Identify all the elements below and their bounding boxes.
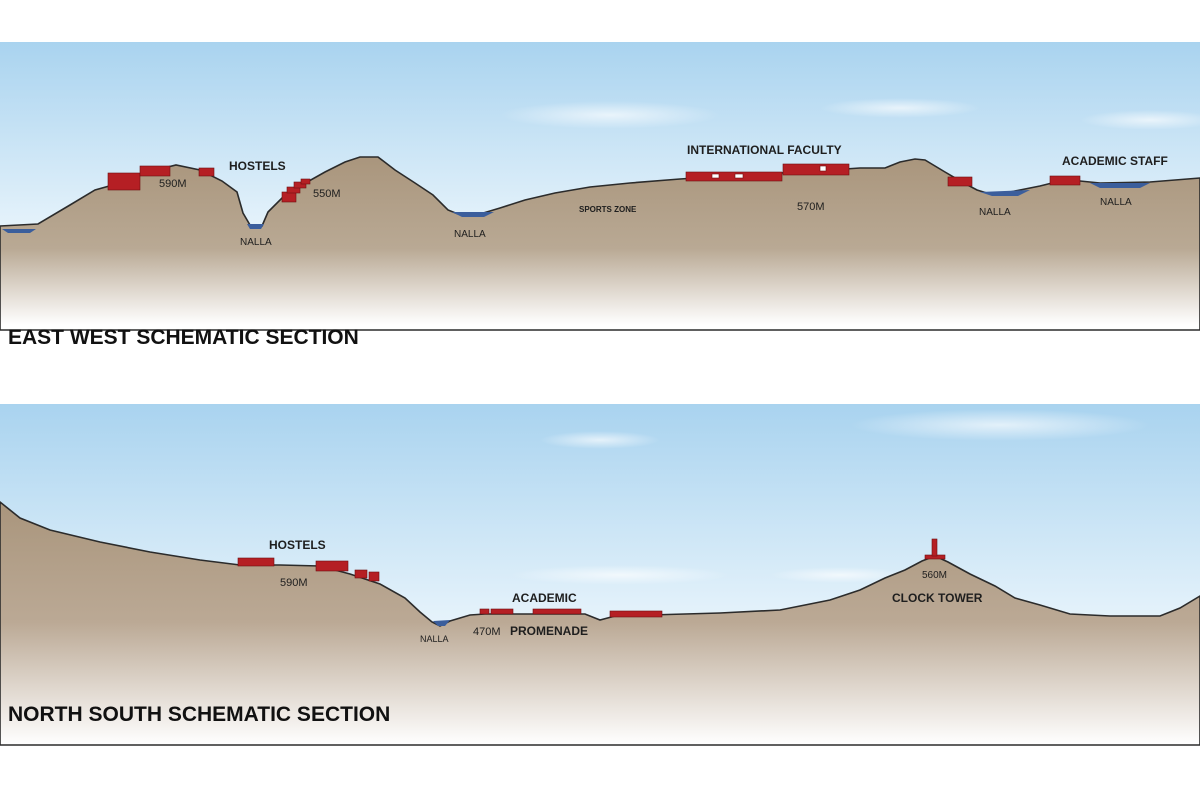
clock-tower-building [924,538,946,560]
cloud [1080,110,1200,130]
nalla-label: NALLA [454,229,486,240]
nalla-label: NALLA [1100,197,1132,208]
north-south-section-title: NORTH SOUTH SCHEMATIC SECTION [8,703,390,726]
cloud [850,409,1150,441]
elevation-470m-label: 470M [473,626,501,638]
east-west-section: HOSTELS 590M 550M NALLA NALLA SPORTS ZON… [0,42,1200,349]
nalla-water [247,224,264,229]
nalla-water [433,620,450,626]
elevation-560m-label: 560M [922,570,947,581]
hostels-label: HOSTELS [269,538,326,552]
sports-zone-label: SPORTS ZONE [579,205,637,214]
elevation-590m-label: 590M [280,577,308,589]
elevation-590m-label: 590M [159,178,187,190]
elevation-570m-label: 570M [797,201,825,213]
cloud [540,431,660,449]
academic-staff-label: ACADEMIC STAFF [1062,154,1168,168]
academic-staff-buildings [947,175,1081,187]
international-faculty-buildings [685,163,850,182]
clock-tower-label: CLOCK TOWER [892,591,983,605]
north-south-section: HOSTELS 590M NALLA ACADEMIC 470M PROMENA… [0,404,1200,746]
cloud [820,98,980,118]
international-faculty-label: INTERNATIONAL FACULTY [687,143,842,157]
nalla-water [1090,183,1150,188]
hostel-buildings [237,557,380,582]
academic-buildings [479,608,663,618]
east-west-section-title: EAST WEST SCHEMATIC SECTION [8,326,359,349]
hostels-label: HOSTELS [229,159,286,173]
cloud [500,101,720,129]
cloud [510,565,730,585]
hostel-buildings [107,165,311,203]
nalla-water [980,190,1030,196]
nalla-water [452,212,494,217]
nalla-label: NALLA [420,634,449,644]
east-west-terrain [0,156,1200,331]
academic-label: ACADEMIC [512,591,577,605]
nalla-label: NALLA [979,207,1011,218]
nalla-label: NALLA [240,237,272,248]
promenade-label: PROMENADE [510,624,588,638]
elevation-550m-label: 550M [313,188,341,200]
nalla-water [2,229,36,233]
cloud [770,567,910,583]
